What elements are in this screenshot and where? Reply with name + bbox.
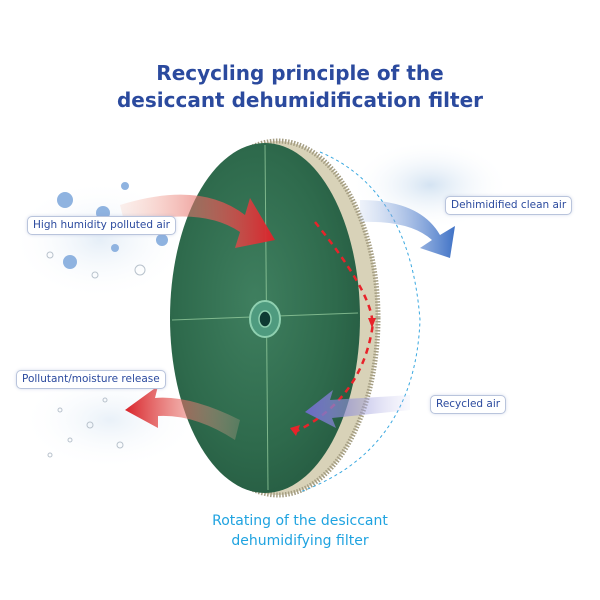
label-outlet-air: Dehimidified clean air (445, 196, 573, 215)
release-arrow (125, 386, 240, 440)
label-recycled-air: Recycled air (430, 395, 507, 414)
water-droplets (46, 251, 146, 458)
label-inlet-air: High humidity polluted air (27, 216, 177, 235)
rotation-outer-path (299, 151, 421, 493)
outlet-arrow (360, 200, 455, 258)
inlet-arrow (120, 194, 275, 248)
caption-line-2: dehumidifying filter (231, 533, 369, 549)
label-release: Pollutant/moisture release (16, 370, 166, 389)
caption: Rotating of the desiccant dehumidifying … (0, 511, 600, 551)
caption-line-1: Rotating of the desiccant (212, 513, 388, 529)
rotation-path (294, 221, 374, 434)
title-line-2: desiccant dehumidification filter (116, 88, 484, 112)
diagram-title: Recycling principle of the desiccant deh… (0, 60, 600, 114)
recycled-arrow (305, 390, 410, 428)
title-line-1: Recycling principle of the (156, 61, 444, 85)
